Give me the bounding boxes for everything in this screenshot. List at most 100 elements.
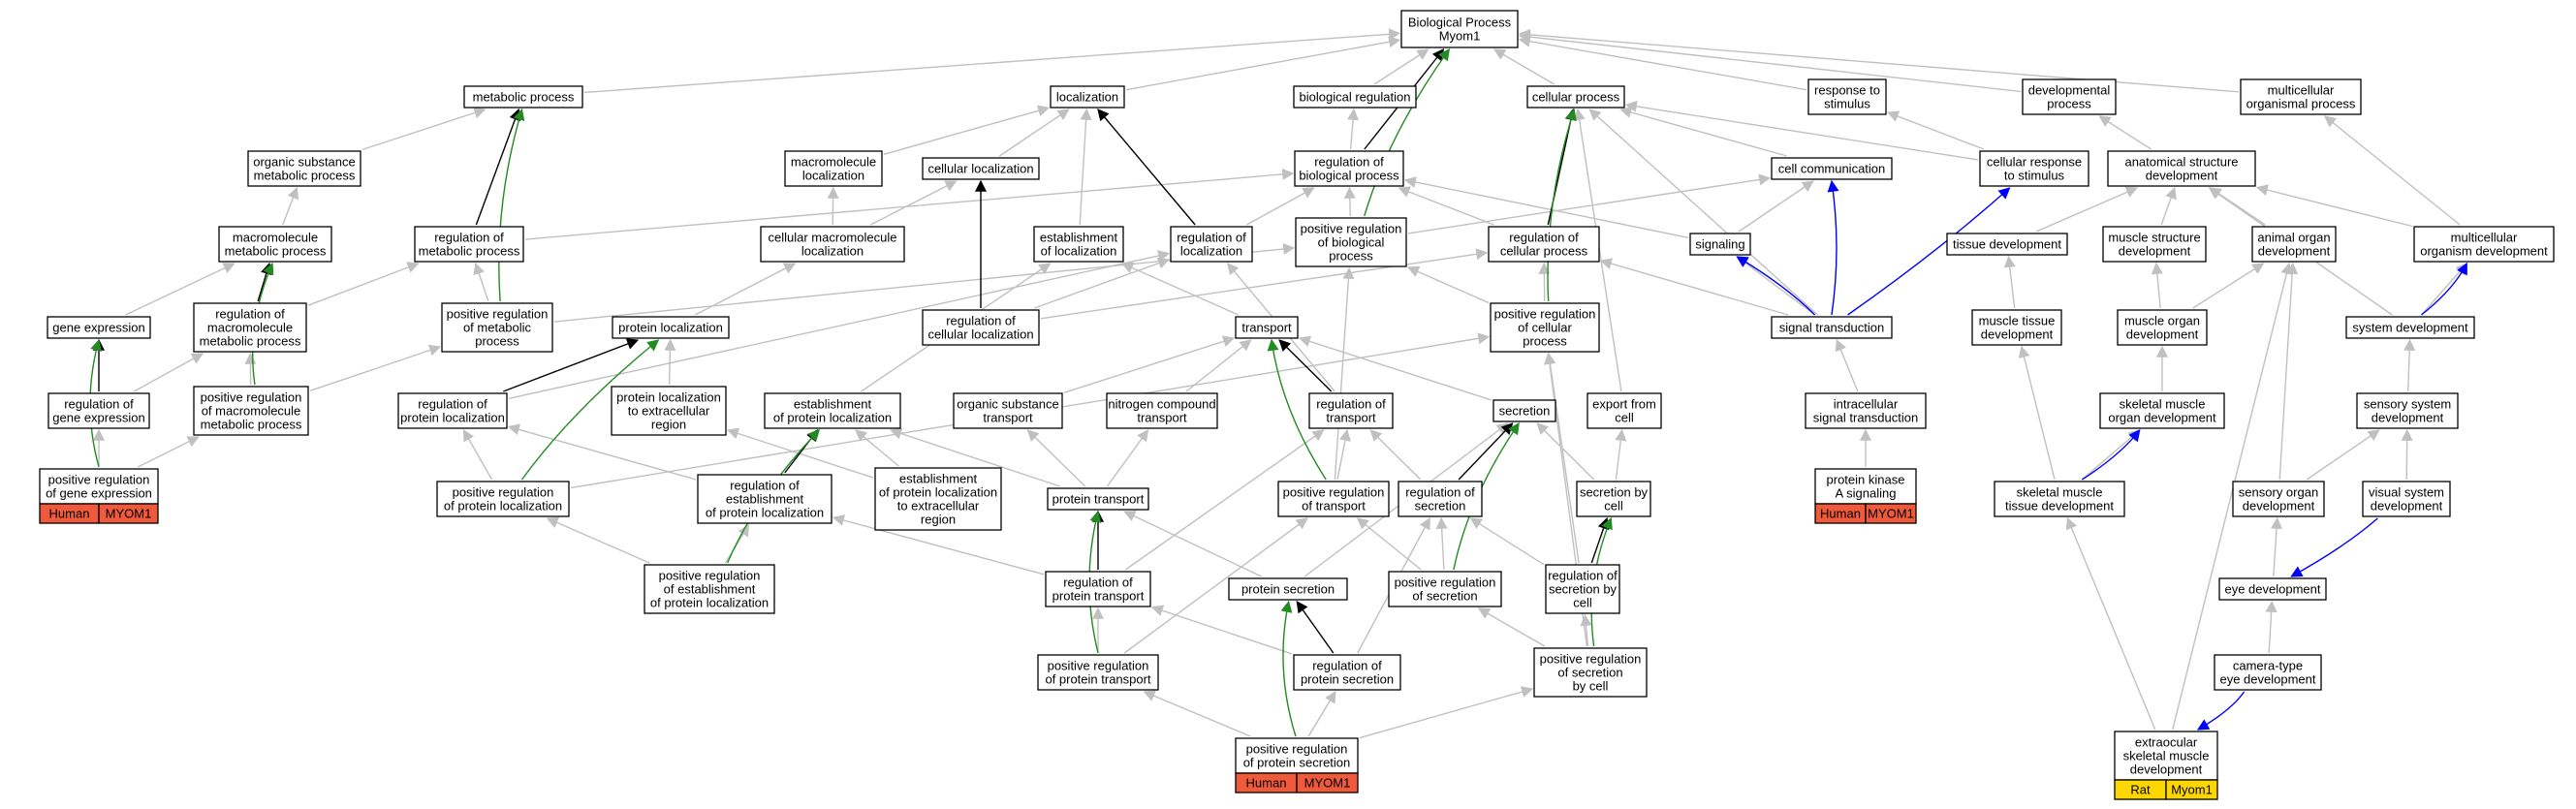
edge-posregmacro-to-posregmetab <box>309 344 442 392</box>
edge-prottrans-to-orgtrans <box>1026 429 1086 487</box>
node-protloc[interactable]: protein localization <box>612 316 730 339</box>
node-cellmacroloc-label-line: localization <box>801 244 864 259</box>
edge-protloc-to-cellmacroloc <box>694 263 797 316</box>
node-cellcomm[interactable]: cell communication <box>1771 157 1893 180</box>
node-geneexp[interactable]: gene expression <box>47 316 151 339</box>
node-skeltissue-label-line: tissue development <box>2005 499 2114 513</box>
node-bioreg[interactable]: biological regulation <box>1293 85 1417 109</box>
node-regsecbycell-label-line: cell <box>1573 596 1592 610</box>
node-eyedev[interactable]: eye development <box>2218 577 2327 601</box>
node-cameraeye-box <box>2214 654 2322 691</box>
edge-posregprotsec-to-protsec <box>1280 600 1297 737</box>
edge-regmetab-to-metabolic <box>475 108 521 226</box>
node-regbio-label-line: biological process <box>1299 169 1399 183</box>
node-prottrans[interactable]: protein transport <box>1047 487 1149 511</box>
node-sysdev-label-line: system development <box>2352 321 2468 335</box>
node-regtrans-label-line: regulation of <box>1316 397 1386 412</box>
node-cellproc[interactable]: cellular process <box>1526 85 1625 109</box>
node-signaling[interactable]: signaling <box>1689 233 1751 256</box>
node-protsec[interactable]: protein secretion <box>1228 577 1348 601</box>
edge-skeltissue-to-skelorgan <box>2081 429 2141 481</box>
node-localization[interactable]: localization <box>1050 85 1125 109</box>
node-nitrotrans-label-line: transport <box>1137 411 1187 425</box>
node-pka-label-line: protein kinase <box>1827 473 1905 487</box>
node-transport[interactable]: transport <box>1235 316 1299 339</box>
node-metabolic[interactable]: metabolic process <box>463 85 583 109</box>
node-sigtrans[interactable]: signal transduction <box>1771 316 1893 339</box>
node-tissuedev[interactable]: tissue development <box>1946 233 2068 256</box>
node-root-label-line: Myom1 <box>1439 29 1481 44</box>
node-secretion[interactable]: secretion <box>1492 399 1556 422</box>
edge-posregestprot-to-regestprot <box>724 523 750 564</box>
node-posregprottrans-box <box>1037 654 1159 691</box>
node-reggeneexp-label-line: regulation of <box>64 397 134 412</box>
edge-regmacrometab-to-macrometab <box>257 262 272 302</box>
node-animalorgan-box <box>2251 226 2337 263</box>
edge-organic-to-metabolic <box>361 107 487 151</box>
edge-develop-to-root <box>1518 31 2022 93</box>
node-cellloc[interactable]: cellular localization <box>922 157 1040 180</box>
node-sysdev[interactable]: system development <box>2345 316 2475 339</box>
node-posregmacro-label-line: of macromolecule <box>202 404 301 419</box>
